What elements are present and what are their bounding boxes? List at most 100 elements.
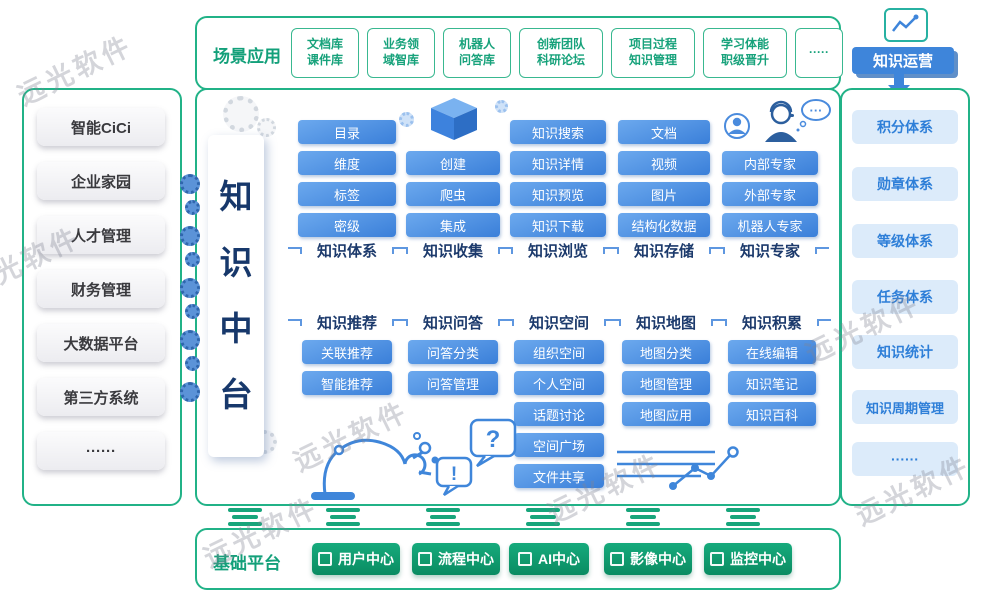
scenario-apps-panel: 场景应用 文档库 课件库 业务领 域智库 机器人 问答库 创新团队 科研论坛 项… [195, 16, 843, 90]
feature-button: 关联推荐 [302, 340, 392, 364]
gear-icon [495, 100, 508, 113]
group-label: 知识专家 [711, 240, 829, 261]
platform-button-label: 流程中心 [438, 551, 494, 567]
feature-button: 知识下载 [510, 213, 606, 237]
feature-button: 在线编辑 [728, 340, 816, 364]
operation-item-ellipsis: ······ [852, 442, 958, 476]
base-platform-title: 基础平台 [213, 554, 281, 573]
robot-arm-illustration [311, 432, 439, 500]
left-system-item: 第三方系统 [37, 378, 165, 416]
scenario-item: 学习体能 职级晋升 [703, 28, 787, 78]
group-label: 知识体系 [288, 240, 406, 261]
scenario-items-row: 文档库 课件库 业务领 域智库 机器人 问答库 创新团队 科研论坛 项目过程 知… [291, 28, 843, 78]
gear-icon [180, 226, 200, 246]
gear-watermark-icon [257, 118, 276, 137]
gear-icon [185, 252, 200, 267]
group-label: 知识空间 [500, 312, 618, 333]
scenario-item-ellipsis: ····· [795, 28, 843, 78]
gear-icon [185, 356, 200, 371]
group-label: 知识存储 [605, 240, 723, 261]
feature-button: 创建 [406, 151, 500, 175]
operation-item: 任务体系 [852, 280, 958, 314]
left-system-item: 企业家园 [37, 162, 165, 200]
operation-item: 知识周期管理 [852, 390, 958, 424]
feature-button: 图片 [618, 182, 710, 206]
platform-button: 流程中心 [412, 543, 500, 575]
feature-button: 知识百科 [728, 402, 816, 426]
platform-button: 监控中心 [704, 543, 792, 575]
feature-button: 机器人专家 [722, 213, 818, 237]
feature-button: 地图应用 [622, 402, 710, 426]
trend-icon [884, 8, 928, 42]
feature-button: 文档 [618, 120, 710, 144]
feature-button: 地图分类 [622, 340, 710, 364]
gear-watermark-icon [223, 96, 259, 132]
feature-button: 外部专家 [722, 182, 818, 206]
feature-button: 知识预览 [510, 182, 606, 206]
scenario-item: 文档库 课件库 [291, 28, 359, 78]
platform-button-label: AI中心 [538, 551, 580, 567]
svg-text:!: ! [451, 464, 457, 485]
feature-button: 标签 [298, 182, 396, 206]
left-system-item: 智能CiCi [37, 108, 165, 146]
feature-button: 内部专家 [722, 151, 818, 175]
platform-button: 用户中心 [312, 543, 400, 575]
gear-icon [399, 112, 414, 127]
operation-item: 知识统计 [852, 335, 958, 369]
left-system-item-ellipsis: ······ [37, 432, 165, 470]
speech-bubbles-icon: ? ! [435, 418, 517, 497]
monitor-center-icon [710, 552, 724, 566]
scenario-item: 项目过程 知识管理 [611, 28, 695, 78]
cloud-icon [801, 99, 831, 121]
feature-button: 空间广场 [514, 433, 604, 457]
group-label: 知识问答 [394, 312, 512, 333]
platform-button-label: 影像中心 [630, 551, 686, 567]
connector-bars-icon [526, 508, 560, 526]
feature-button: 目录 [298, 120, 396, 144]
cube-icon [431, 98, 477, 140]
feature-button: 地图管理 [622, 371, 710, 395]
feature-button: 问答分类 [408, 340, 498, 364]
feature-button: 文件共享 [514, 464, 604, 488]
feature-button: 知识搜索 [510, 120, 606, 144]
feature-button: 爬虫 [406, 182, 500, 206]
gear-icon [180, 382, 200, 402]
operation-item: 等级体系 [852, 224, 958, 258]
group-label: 知识推荐 [288, 312, 406, 333]
knowledge-ops-panel: 积分体系 勋章体系 等级体系 任务体系 知识统计 知识周期管理 ······ [840, 88, 970, 506]
connector-bars-icon [228, 508, 262, 526]
feature-button: 结构化数据 [618, 213, 710, 237]
feature-button: 话题讨论 [514, 402, 604, 426]
connector-bars-icon [726, 508, 760, 526]
svg-text:···: ··· [810, 103, 823, 118]
knowledge-ops-button: 知识运营 [852, 47, 954, 74]
stats-chart-decoration [617, 446, 739, 490]
group-label: 知识浏览 [499, 240, 617, 261]
platform-button-label: 监控中心 [730, 551, 786, 567]
scenario-apps-title: 场景应用 [213, 47, 281, 66]
feature-button: 维度 [298, 151, 396, 175]
knowledge-middle-platform-panel: 知识中台 ··· 目录 维度 标签 密级 知识体系 [180, 88, 841, 506]
connector-bars-icon [426, 508, 460, 526]
image-center-icon [610, 552, 624, 566]
connector-bars-icon [626, 508, 660, 526]
gear-icon [180, 330, 200, 350]
platform-button: 影像中心 [604, 543, 692, 575]
group-label: 知识积累 [713, 312, 831, 333]
group-label: 知识收集 [394, 240, 512, 261]
gear-icon [180, 174, 200, 194]
operation-item: 勋章体系 [852, 167, 958, 201]
svg-text:?: ? [486, 426, 501, 453]
scenario-item: 创新团队 科研论坛 [519, 28, 603, 78]
ai-center-icon [518, 552, 532, 566]
feature-button: 组织空间 [514, 340, 604, 364]
feature-button: 视频 [618, 151, 710, 175]
feature-button: 个人空间 [514, 371, 604, 395]
operation-item: 积分体系 [852, 110, 958, 144]
down-arrow-icon [894, 74, 904, 86]
feature-button: 知识详情 [510, 151, 606, 175]
gear-icon [185, 304, 200, 319]
gear-icon [185, 200, 200, 215]
feature-button: 问答管理 [408, 371, 498, 395]
